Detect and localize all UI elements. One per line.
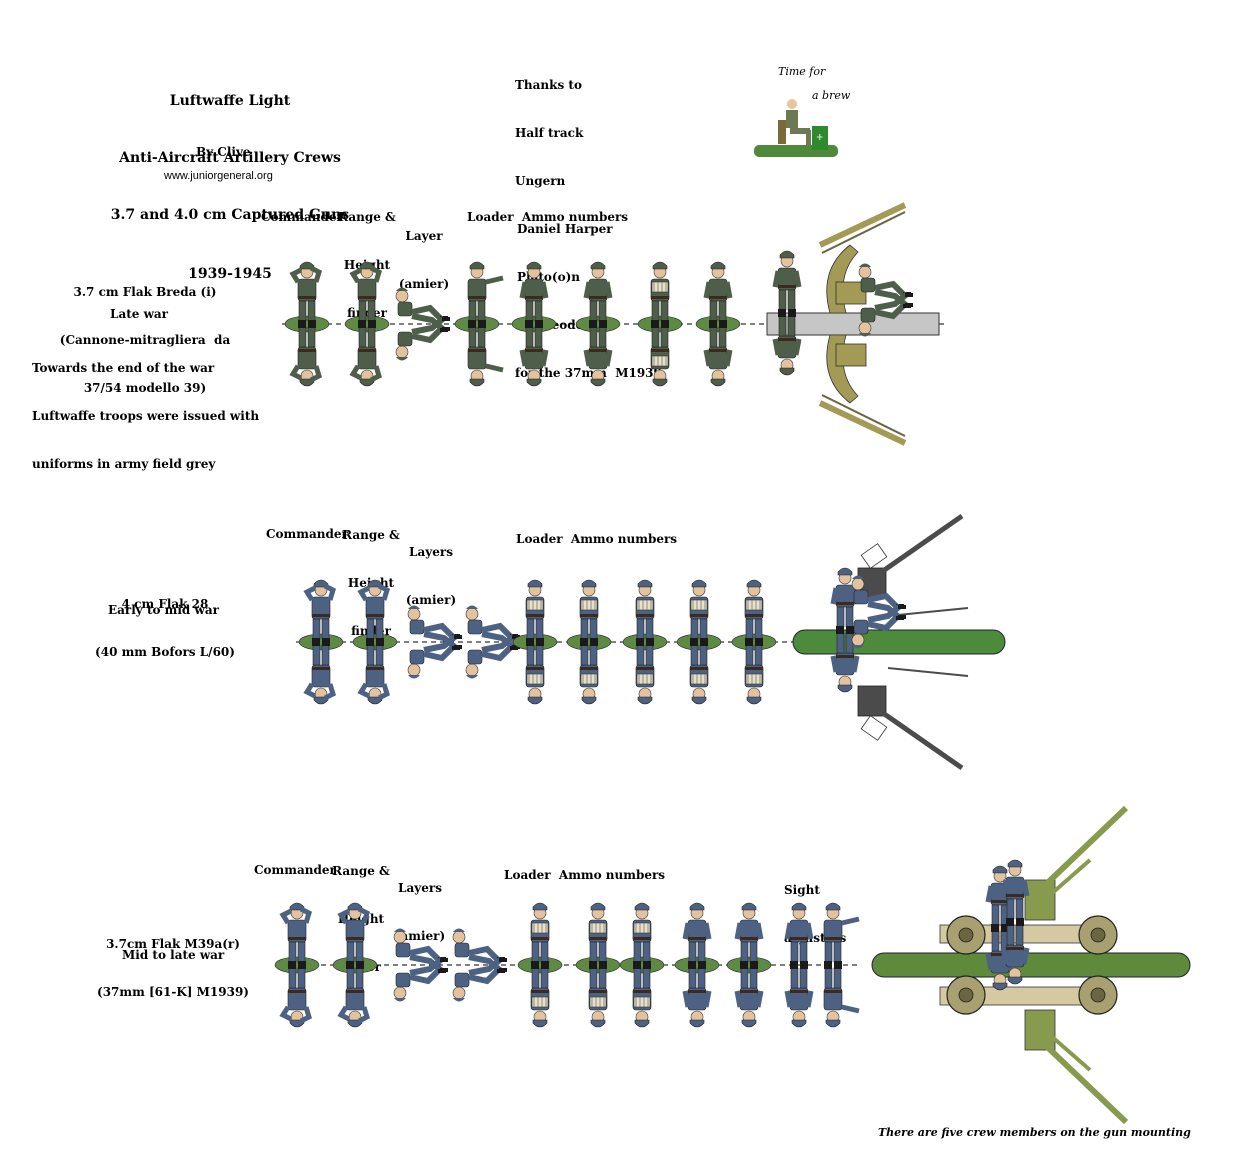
crew-figure [823, 902, 860, 1028]
role-layers: Layers (amier) [392, 848, 448, 960]
crew-figure [676, 579, 722, 705]
section1-period: Late war [110, 307, 168, 321]
crew-figure [332, 902, 378, 1028]
thanks-line: Thanks to [515, 78, 582, 92]
gun-name-line: (37mm [61-K] M1939) [97, 985, 249, 999]
crew-figure [575, 902, 621, 1028]
crew-figure [452, 928, 507, 1002]
section2-gun-name: 4 cm Flak 28 (40 mm Bofors L/60) [70, 564, 260, 676]
role-commander: Commander [254, 863, 336, 877]
crew-figure [454, 261, 504, 387]
brew-caption-1: Time for [778, 65, 826, 78]
gun-crew-figure [851, 575, 906, 649]
gun-crew-figure [1000, 859, 1030, 985]
role-line: (amier) [405, 593, 457, 607]
role-layers: Layers (amier) [403, 512, 459, 624]
crew-figure [344, 261, 390, 387]
role-line: Layers [409, 545, 453, 559]
crew-figure [511, 261, 557, 387]
sheet-title: Luftwaffe Light Anti-Aircraft Artillery … [90, 54, 370, 303]
brew-soldier-illustration: + [754, 99, 838, 157]
brew-caption-2: a brew [812, 89, 851, 102]
crew-figure [566, 579, 612, 705]
website-link[interactable]: www.juniorgeneral.org [164, 170, 273, 182]
gun-name-line: (40 mm Bofors L/60) [95, 645, 235, 659]
note-line: uniforms in army field grey [32, 457, 216, 471]
footer-note: There are five crew members on the gun m… [878, 1126, 1191, 1139]
crew-figure [619, 902, 665, 1028]
section3-gun-name: 3.7cm Flak M39a(r) (37mm [61-K] M1939) [78, 904, 268, 1016]
role-line: (amier) [398, 277, 450, 291]
crew-figure [298, 579, 344, 705]
crew-figure [465, 605, 520, 679]
crew-figure [284, 261, 330, 387]
gun-name-line: 4 cm Flak 28 [121, 597, 209, 611]
crew-figure [637, 261, 683, 387]
title-line: 3.7 and 4.0 cm Captured Guns [110, 207, 350, 223]
gun-name-line: 37/54 modello 39) [83, 381, 207, 395]
role-line: Layers [398, 881, 442, 895]
gun-crew-figure [772, 250, 802, 376]
role-layer: Layer (amier) [396, 196, 452, 308]
author: By Clive [196, 145, 251, 159]
title-line: 1939-1945 [188, 266, 272, 282]
crew-figure [407, 605, 462, 679]
svg-text:+: + [816, 133, 824, 143]
crew-figure [393, 928, 448, 1002]
thanks-line: Daniel Harper [517, 222, 613, 236]
title-line: Anti-Aircraft Artillery Crews [119, 150, 341, 166]
flak-m39-gun [871, 805, 1191, 1125]
role-line: Range & [338, 210, 396, 224]
role-line: Range & [342, 528, 400, 542]
thanks-line: Ungern [515, 174, 566, 188]
gun-name-line: 3.7cm Flak M39a(r) [106, 937, 240, 951]
role-loader-ammo: Loader Ammo numbers [467, 210, 629, 224]
section1-gun-name: 3.7 cm Flak Breda (i) (Cannone-mitraglie… [40, 252, 250, 412]
crew-figure [517, 902, 563, 1028]
crew-figure [352, 579, 398, 705]
crew-figure [274, 902, 320, 1028]
crew-figure [575, 261, 621, 387]
section1-note: Towards the end of the war Luftwaffe tro… [32, 328, 259, 488]
section2-period: Early to mid war [108, 603, 219, 617]
gun-crew-figure [858, 263, 913, 337]
section3-period: Mid to late war [122, 948, 225, 962]
crew-figure [726, 902, 772, 1028]
crew-figure [622, 579, 668, 705]
gun-crew-figure [830, 567, 860, 693]
role-loader-ammo: Loader Ammo numbers [504, 868, 666, 882]
flak-28-bofors-gun [792, 513, 1006, 771]
crew-figure [395, 287, 450, 361]
crew-figure [674, 902, 720, 1028]
flak-breda-gun [766, 202, 940, 446]
role-line: Range & [332, 864, 390, 878]
role-line: Layer [405, 229, 443, 243]
role-line: Sight [784, 883, 820, 897]
crew-figure [695, 261, 741, 387]
role-commander: Commander [266, 527, 348, 541]
crew-figure [731, 579, 777, 705]
crew-figure [512, 579, 558, 705]
role-loader-ammo: Loader Ammo numbers [516, 532, 678, 546]
gun-name-line: (Cannone-mitragliera da [59, 333, 231, 347]
crew-figure [784, 902, 814, 1028]
title-line: Luftwaffe Light [169, 93, 291, 109]
note-line: Luftwaffe troops were issued with [32, 409, 260, 423]
role-commander: Commander [261, 210, 343, 224]
gun-name-line: 3.7 cm Flak Breda (i) [73, 285, 217, 299]
thanks-line: Half track [515, 126, 584, 140]
note-line: Towards the end of the war [32, 361, 215, 375]
role-line: finder [347, 306, 387, 320]
role-line: (amier) [394, 929, 446, 943]
